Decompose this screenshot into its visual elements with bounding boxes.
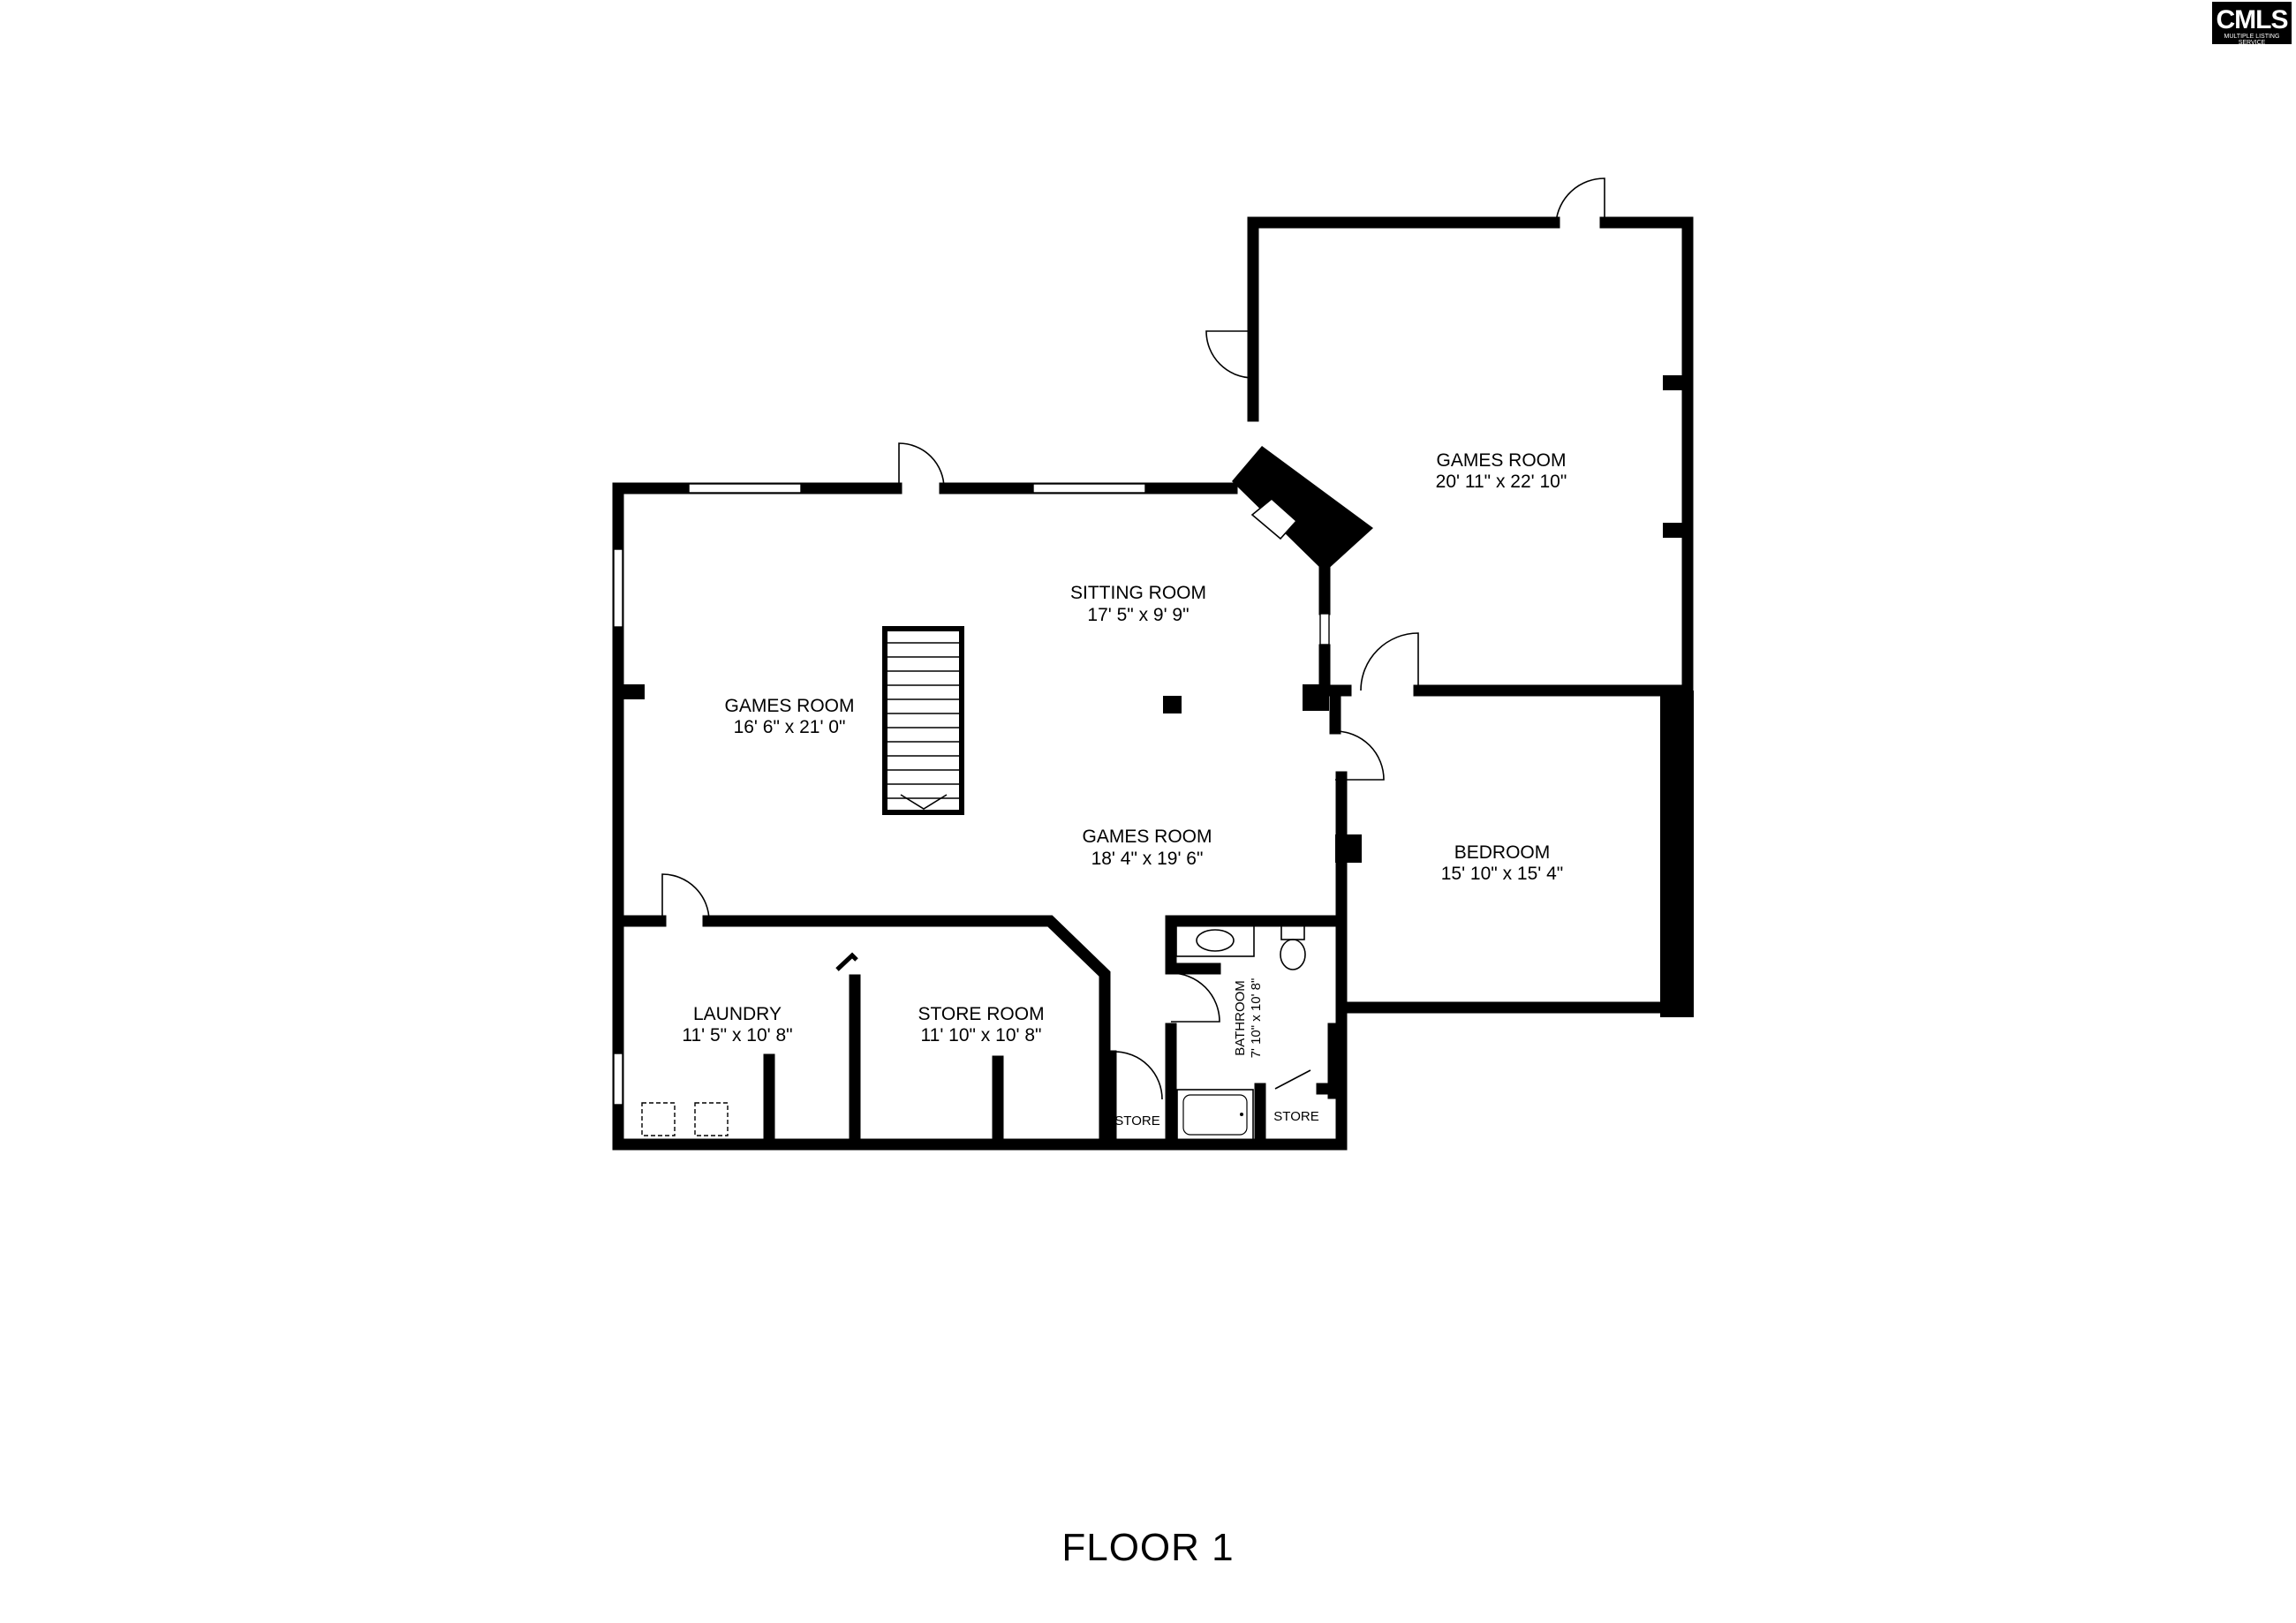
room-dims-laundry: 11' 5" x 10' 8" [682, 1025, 792, 1046]
room-name-store-room: STORE ROOM [918, 1004, 1044, 1024]
room-name-store-2: STORE [1273, 1109, 1318, 1124]
room-dims-bathroom: 7' 10" x 10' 8" [1249, 978, 1264, 1059]
room-name-sitting-room: SITTING ROOM [1070, 583, 1206, 603]
exterior-walls [612, 216, 1694, 1151]
sink [1196, 929, 1235, 952]
bedroom-east-wall [1660, 691, 1694, 1017]
chimney [1232, 446, 1373, 572]
room-name-games-room-w: GAMES ROOM [724, 696, 854, 716]
room-dims-bedroom: 15' 10" x 15' 4" [1441, 864, 1564, 884]
interior-walls [612, 375, 1688, 1151]
bathtub [1176, 1089, 1254, 1141]
logo-text: CMLS [2216, 5, 2289, 34]
washer [641, 1102, 676, 1136]
room-name-bathroom: BATHROOM [1233, 980, 1248, 1056]
cmls-logo: CMLS MULTIPLE LISTING SERVICE [2212, 2, 2292, 46]
room-dims-games-room-w: 16' 6" x 21' 0" [734, 717, 846, 737]
floor-title: FLOOR 1 [1061, 1526, 1235, 1569]
dryer [694, 1102, 729, 1136]
logo-subtext: MULTIPLE LISTING SERVICE [2224, 34, 2280, 46]
doors [661, 177, 1605, 1100]
room-name-laundry: LAUNDRY [693, 1004, 782, 1024]
room-name-bedroom: BEDROOM [1454, 842, 1551, 863]
staircase [882, 626, 964, 815]
windows [613, 328, 1330, 1106]
room-name-store-1: STORE [1114, 1113, 1159, 1129]
room-name-games-room-c: GAMES ROOM [1082, 827, 1212, 847]
room-dims-games-room-ne: 20' 11" x 22' 10" [1436, 472, 1567, 492]
pillar [1163, 696, 1182, 713]
room-dims-store-room: 11' 10" x 10' 8" [921, 1025, 1042, 1046]
fixtures [641, 497, 1306, 1141]
room-dims-sitting-room: 17' 5" x 9' 9" [1087, 605, 1189, 625]
bathroom-vanity [1175, 924, 1255, 957]
room-labels: GAMES ROOM 20' 11" x 22' 10" SITTING ROO… [682, 450, 1567, 1129]
room-name-games-room-ne: GAMES ROOM [1436, 450, 1566, 471]
room-dims-games-room-c: 18' 4" x 19' 6" [1091, 849, 1204, 869]
toilet-bowl [1280, 939, 1306, 970]
